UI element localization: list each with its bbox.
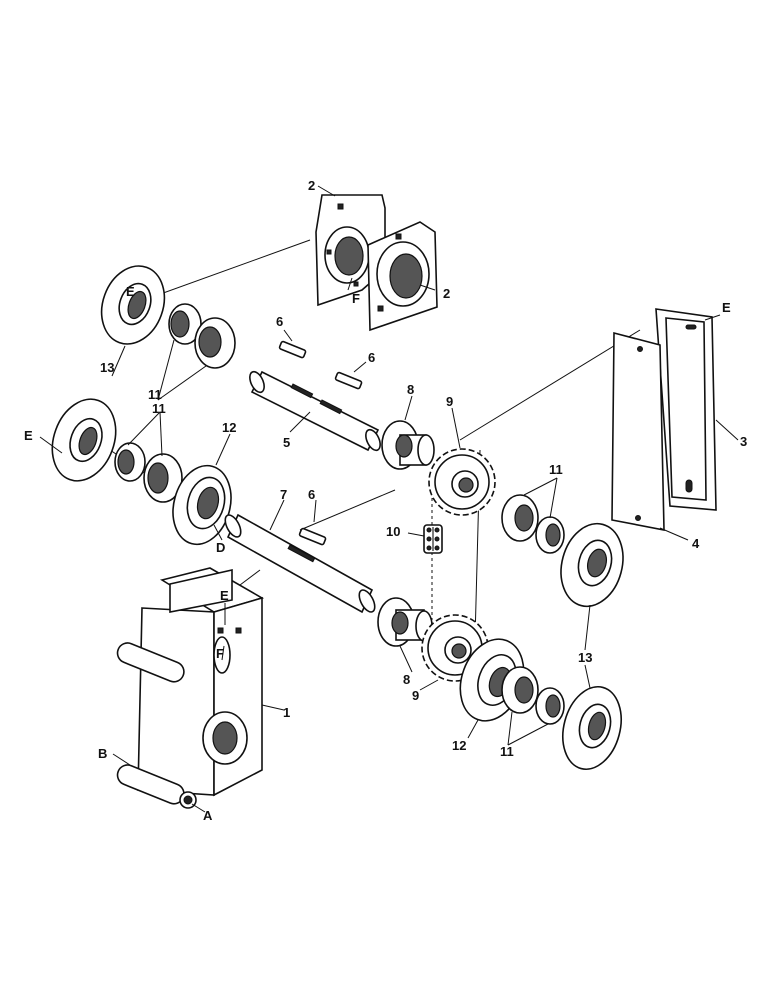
sprocket-9-top (428, 448, 496, 516)
keys-6 (278, 340, 363, 546)
bearing-plate-2-right (367, 221, 438, 332)
part-labels: 2 2 E 3 4 5 6 6 6 7 8 8 9 9 10 11 11 11 … (24, 178, 747, 823)
flange-12-left (172, 464, 232, 546)
label-E-left-flange: E (24, 428, 33, 443)
label-part-6-a: 6 (276, 314, 283, 329)
label-part-1: 1 (283, 705, 290, 720)
bearings-11-right-top (501, 494, 565, 554)
label-part-8-bottom: 8 (403, 672, 410, 687)
label-part-4: 4 (692, 536, 700, 551)
bearings-11-right-bottom (501, 666, 565, 725)
cover-plate-4 (611, 331, 665, 531)
hub-8-bottom (377, 597, 433, 647)
hub-8-top (381, 420, 435, 470)
flange-13-right-bottom (562, 685, 622, 771)
label-part-11-right-top: 11 (549, 462, 563, 477)
label-E-right: E (722, 300, 731, 315)
label-part-2-right: 2 (443, 286, 450, 301)
label-F-housing: F (216, 646, 224, 661)
flange-13-right-top (560, 522, 624, 608)
leader-lines (39, 185, 739, 813)
label-part-12-left: 12 (222, 420, 236, 435)
label-part-11-right-bottom: 11 (500, 744, 514, 759)
label-B: B (98, 746, 107, 761)
label-A: A (203, 808, 213, 823)
label-E-housing: E (220, 588, 229, 603)
label-part-13-top: 13 (100, 360, 114, 375)
label-part-2-top: 2 (308, 178, 315, 193)
bearings-11-mid (114, 442, 183, 503)
label-part-9-bottom: 9 (412, 688, 419, 703)
flange-13-top (100, 265, 166, 345)
bearings-11-top (168, 303, 236, 369)
label-part-6-b: 6 (368, 350, 375, 365)
label-part-8-top: 8 (407, 382, 414, 397)
shaft-7 (224, 513, 376, 614)
label-part-3: 3 (740, 434, 747, 449)
label-part-11-mid: 11 (152, 401, 166, 416)
label-part-10: 10 (386, 524, 400, 539)
shaft-5 (249, 370, 381, 452)
label-part-13-right: 13 (578, 650, 592, 665)
label-part-11-top: 11 (148, 387, 162, 402)
label-part-6-c: 6 (308, 487, 315, 502)
label-D: D (216, 540, 225, 555)
chain-10 (423, 524, 443, 554)
label-part-9-top: 9 (446, 394, 453, 409)
flange-13-left (51, 398, 117, 482)
label-F-plate: F (352, 291, 360, 306)
label-part-5: 5 (283, 435, 290, 450)
label-part-7: 7 (280, 487, 287, 502)
label-E-top-flange: E (126, 284, 135, 299)
housing-1 (116, 567, 265, 809)
channel-3 (655, 308, 717, 511)
label-part-12-right: 12 (452, 738, 466, 753)
